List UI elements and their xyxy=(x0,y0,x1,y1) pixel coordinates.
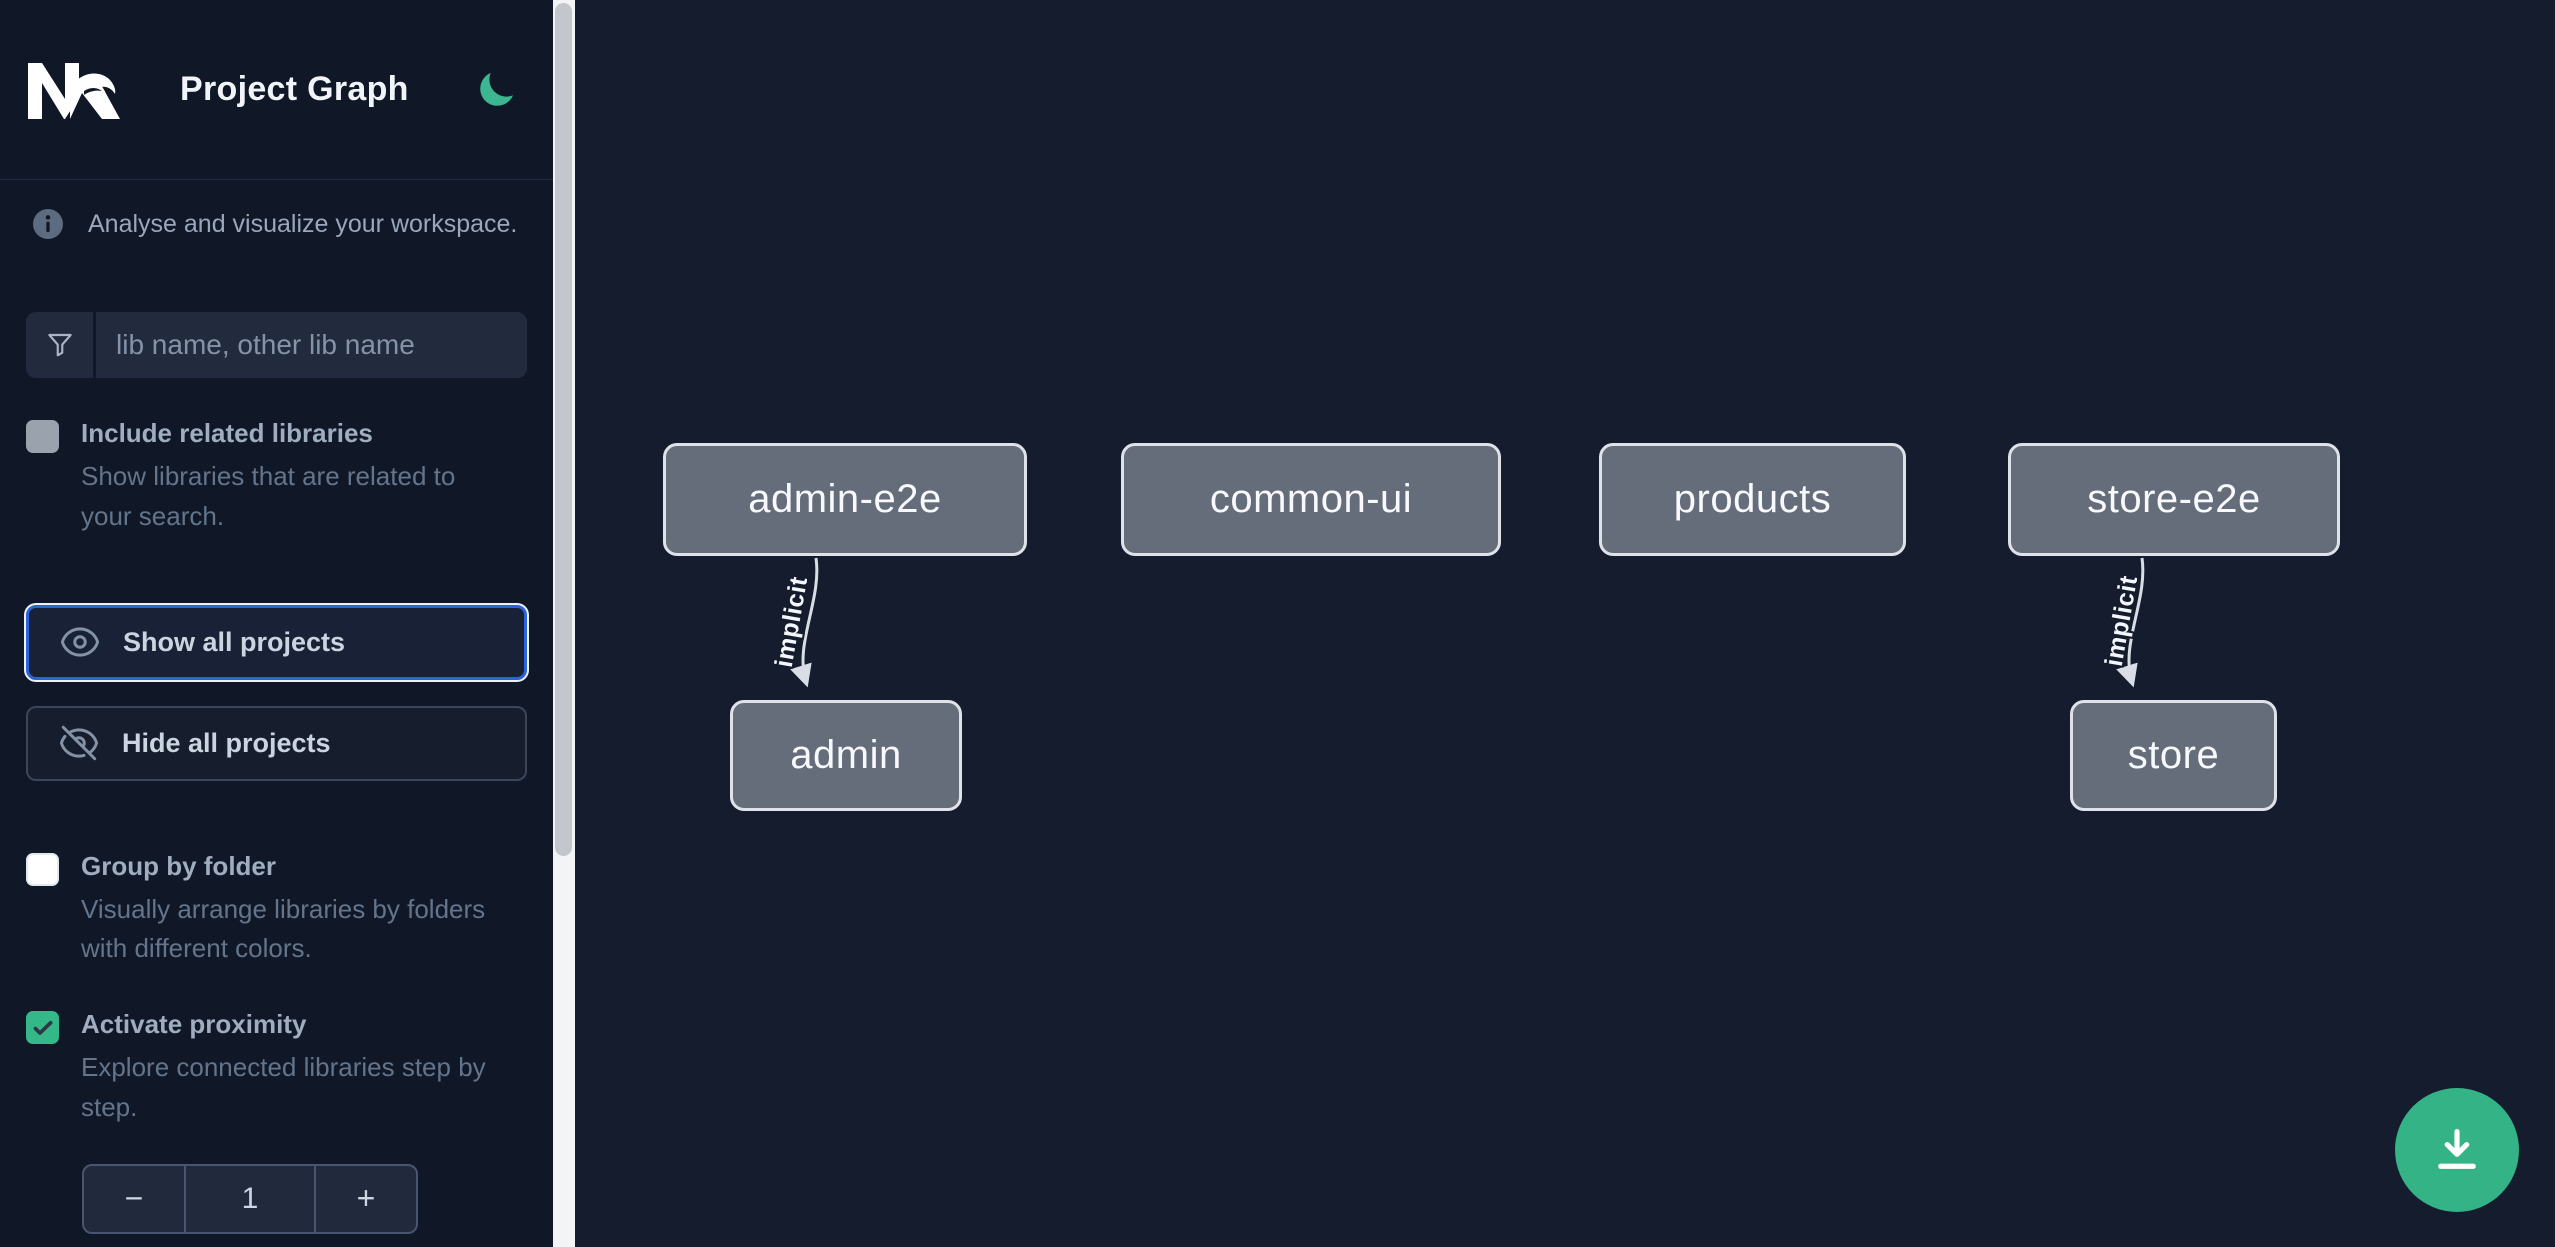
proximity-depth-value: 1 xyxy=(184,1165,316,1232)
group-by-folder-description: Visually arrange libraries by folders wi… xyxy=(81,893,486,964)
eye-off-icon xyxy=(59,725,99,761)
include-related-toggle: Include related libraries Show libraries… xyxy=(0,418,553,537)
graph-node-admin-e2e[interactable]: admin-e2e xyxy=(663,443,1027,556)
download-graph-button[interactable] xyxy=(2395,1088,2519,1212)
activate-proximity-description: Explore connected libraries step by step… xyxy=(81,1052,486,1122)
scrollbar-thumb[interactable] xyxy=(555,3,572,856)
filter-funnel-icon xyxy=(47,333,72,357)
graph-node-common-ui[interactable]: common-ui xyxy=(1121,443,1501,556)
graph-node-store-e2e[interactable]: store-e2e xyxy=(2008,443,2340,556)
activate-proximity-checkbox[interactable] xyxy=(26,1011,59,1045)
activate-proximity-label[interactable]: Activate proximity xyxy=(81,1009,307,1040)
theme-toggle-moon-icon[interactable] xyxy=(475,69,517,111)
info-icon xyxy=(33,209,63,239)
hide-all-projects-button[interactable]: Hide all projects xyxy=(26,705,527,781)
download-icon xyxy=(2438,1128,2476,1169)
include-related-label[interactable]: Include related libraries xyxy=(81,418,373,448)
filter-icon-cell xyxy=(26,312,96,378)
workspace-info: Analyse and visualize your workspace. xyxy=(30,206,527,242)
project-graph-canvas[interactable]: implicit implicit admin-e2e common-ui pr… xyxy=(575,0,2555,1247)
decrement-button[interactable]: − xyxy=(124,1180,144,1217)
increment-button[interactable]: + xyxy=(356,1180,376,1217)
show-all-projects-button[interactable]: Show all projects xyxy=(26,604,527,680)
include-related-description: Show libraries that are related to your … xyxy=(81,461,456,531)
eye-icon xyxy=(60,627,100,657)
search-box xyxy=(26,312,527,378)
sidebar: Project Graph Analyse and visualize your… xyxy=(0,0,553,1247)
sidebar-header: Project Graph xyxy=(0,0,553,180)
page-title: Project Graph xyxy=(180,70,409,108)
edge-store-e2e-store[interactable] xyxy=(2116,557,2145,688)
edge-admin-e2e-admin[interactable] xyxy=(790,557,819,688)
check-icon xyxy=(33,1020,52,1035)
show-all-projects-label: Show all projects xyxy=(123,626,346,657)
info-text: Analyse and visualize your workspace. xyxy=(88,209,518,238)
graph-edges xyxy=(790,557,2145,688)
sidebar-scrollbar[interactable] xyxy=(553,0,575,1247)
group-by-folder-toggle: Group by folder Visually arrange librari… xyxy=(0,851,553,970)
graph-node-admin[interactable]: admin xyxy=(730,700,962,811)
graph-node-products[interactable]: products xyxy=(1599,443,1906,556)
hide-all-projects-label: Hide all projects xyxy=(122,727,331,758)
proximity-depth-stepper: − 1 + xyxy=(82,1163,418,1234)
nx-logo xyxy=(28,62,120,119)
graph-node-store[interactable]: store xyxy=(2070,700,2277,811)
group-by-folder-label[interactable]: Group by folder xyxy=(81,850,276,881)
include-related-checkbox[interactable] xyxy=(26,420,59,453)
search-input[interactable] xyxy=(96,312,527,378)
group-by-folder-checkbox[interactable] xyxy=(26,852,59,886)
activate-proximity-toggle: Activate proximity Explore connected lib… xyxy=(0,1009,553,1128)
